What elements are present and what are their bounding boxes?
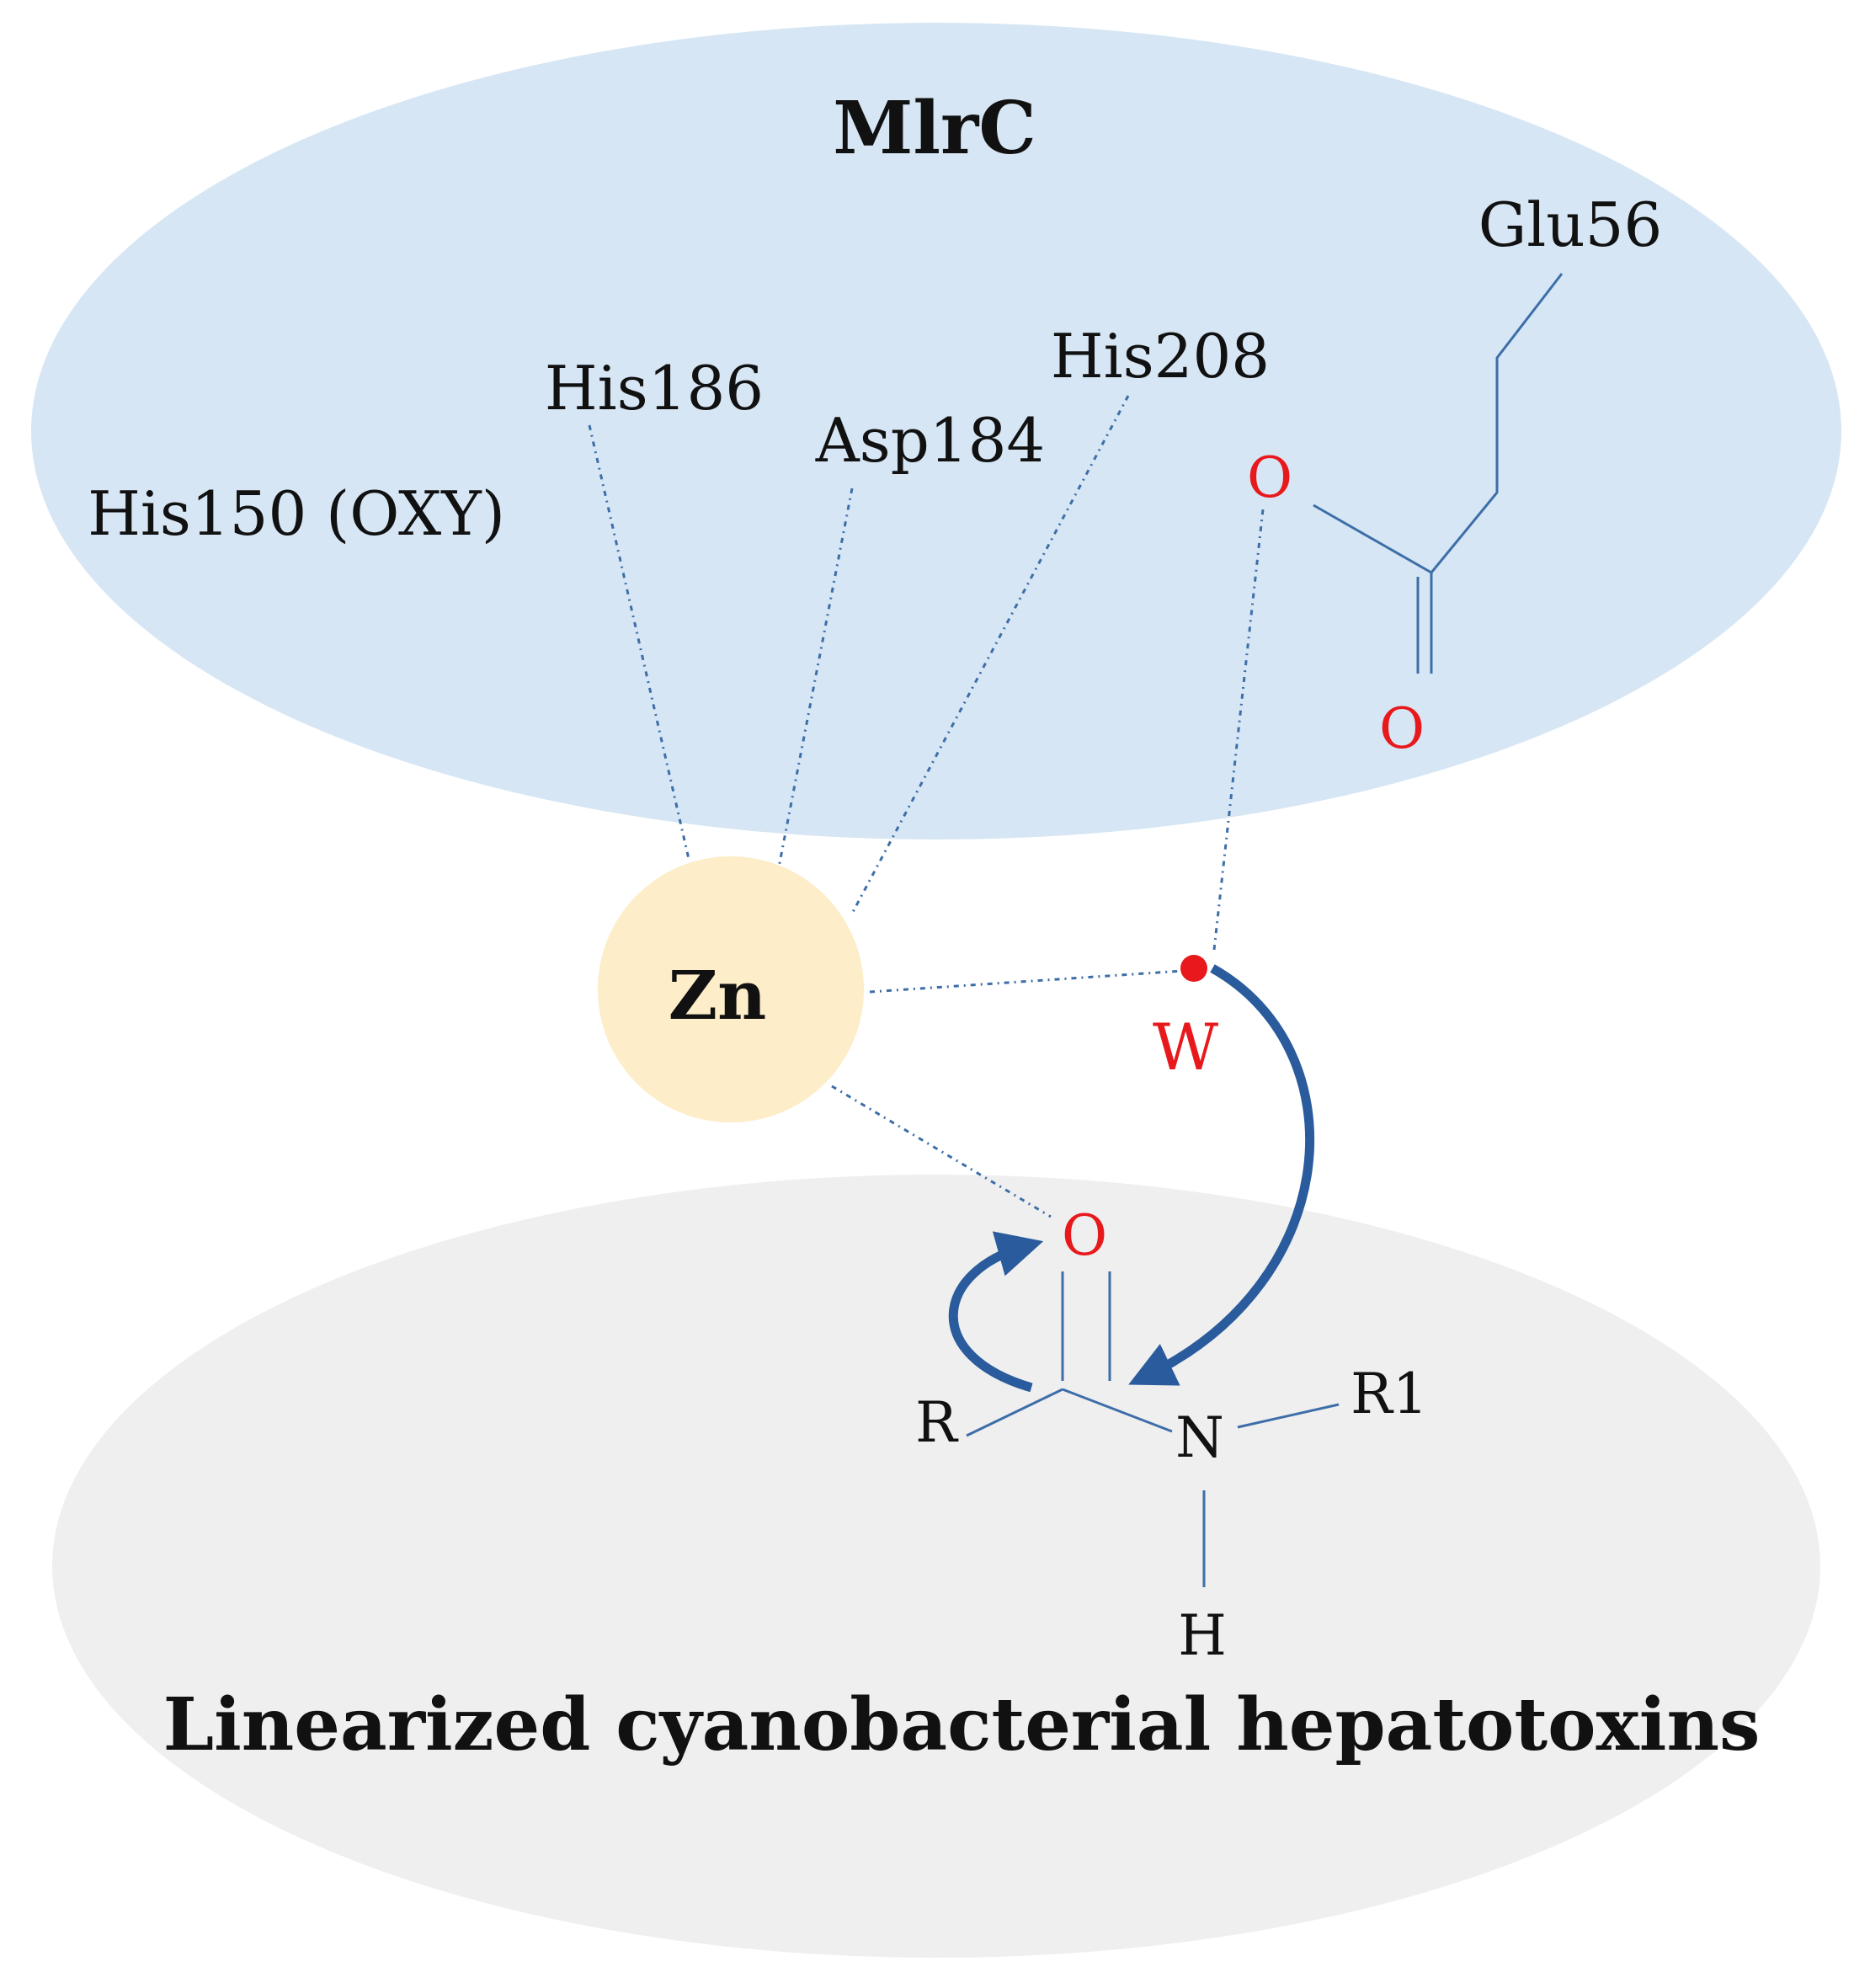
residue-glu56: Glu56 [1478,189,1663,260]
glu56-oxygen-a: O [1247,445,1292,510]
enzyme-region [31,23,1841,839]
residue-his150: His150 (OXY) [88,478,505,549]
bond-asp184-zn [777,488,854,868]
nucleophilic-attack-arrow [1128,964,1314,1386]
r-group: R [915,1390,959,1455]
glu56-side-chain [1313,273,1564,674]
zinc-label: Zn [669,956,767,1035]
amide-nitrogen: N [1175,1405,1224,1470]
zinc-ion [598,856,864,1122]
bond-n-r1 [1237,1403,1340,1429]
amide-skeleton [966,1271,1340,1587]
residue-his186: His186 [545,353,764,424]
bond-zn-water [869,969,1184,994]
enzyme-title: MlrC [833,86,1036,171]
bond-zn-carbonyl-o [831,1085,1052,1218]
substrate-title: Linearized cyanobacterial hepatotoxins [163,1682,1761,1767]
bond-water-glu56 [1212,509,1265,951]
residue-his208: His208 [1051,321,1270,392]
residue-asp184: Asp184 [815,405,1045,476]
water-oxygen-dot [1180,955,1207,982]
amide-hydrogen: H [1178,1603,1227,1668]
coordination-bonds [588,395,1265,1218]
bond-r-c [966,1388,1063,1437]
carbonyl-oxygen: O [1062,1203,1107,1268]
water-label: W [1153,1010,1218,1085]
substrate-region [52,1175,1820,1958]
electron-push-arrow [948,1231,1044,1393]
glu56-oxygen-b: O [1379,696,1425,761]
bond-his186-zn [588,424,690,860]
r1-group: R1 [1351,1362,1428,1426]
bond-c-n [1062,1388,1173,1433]
